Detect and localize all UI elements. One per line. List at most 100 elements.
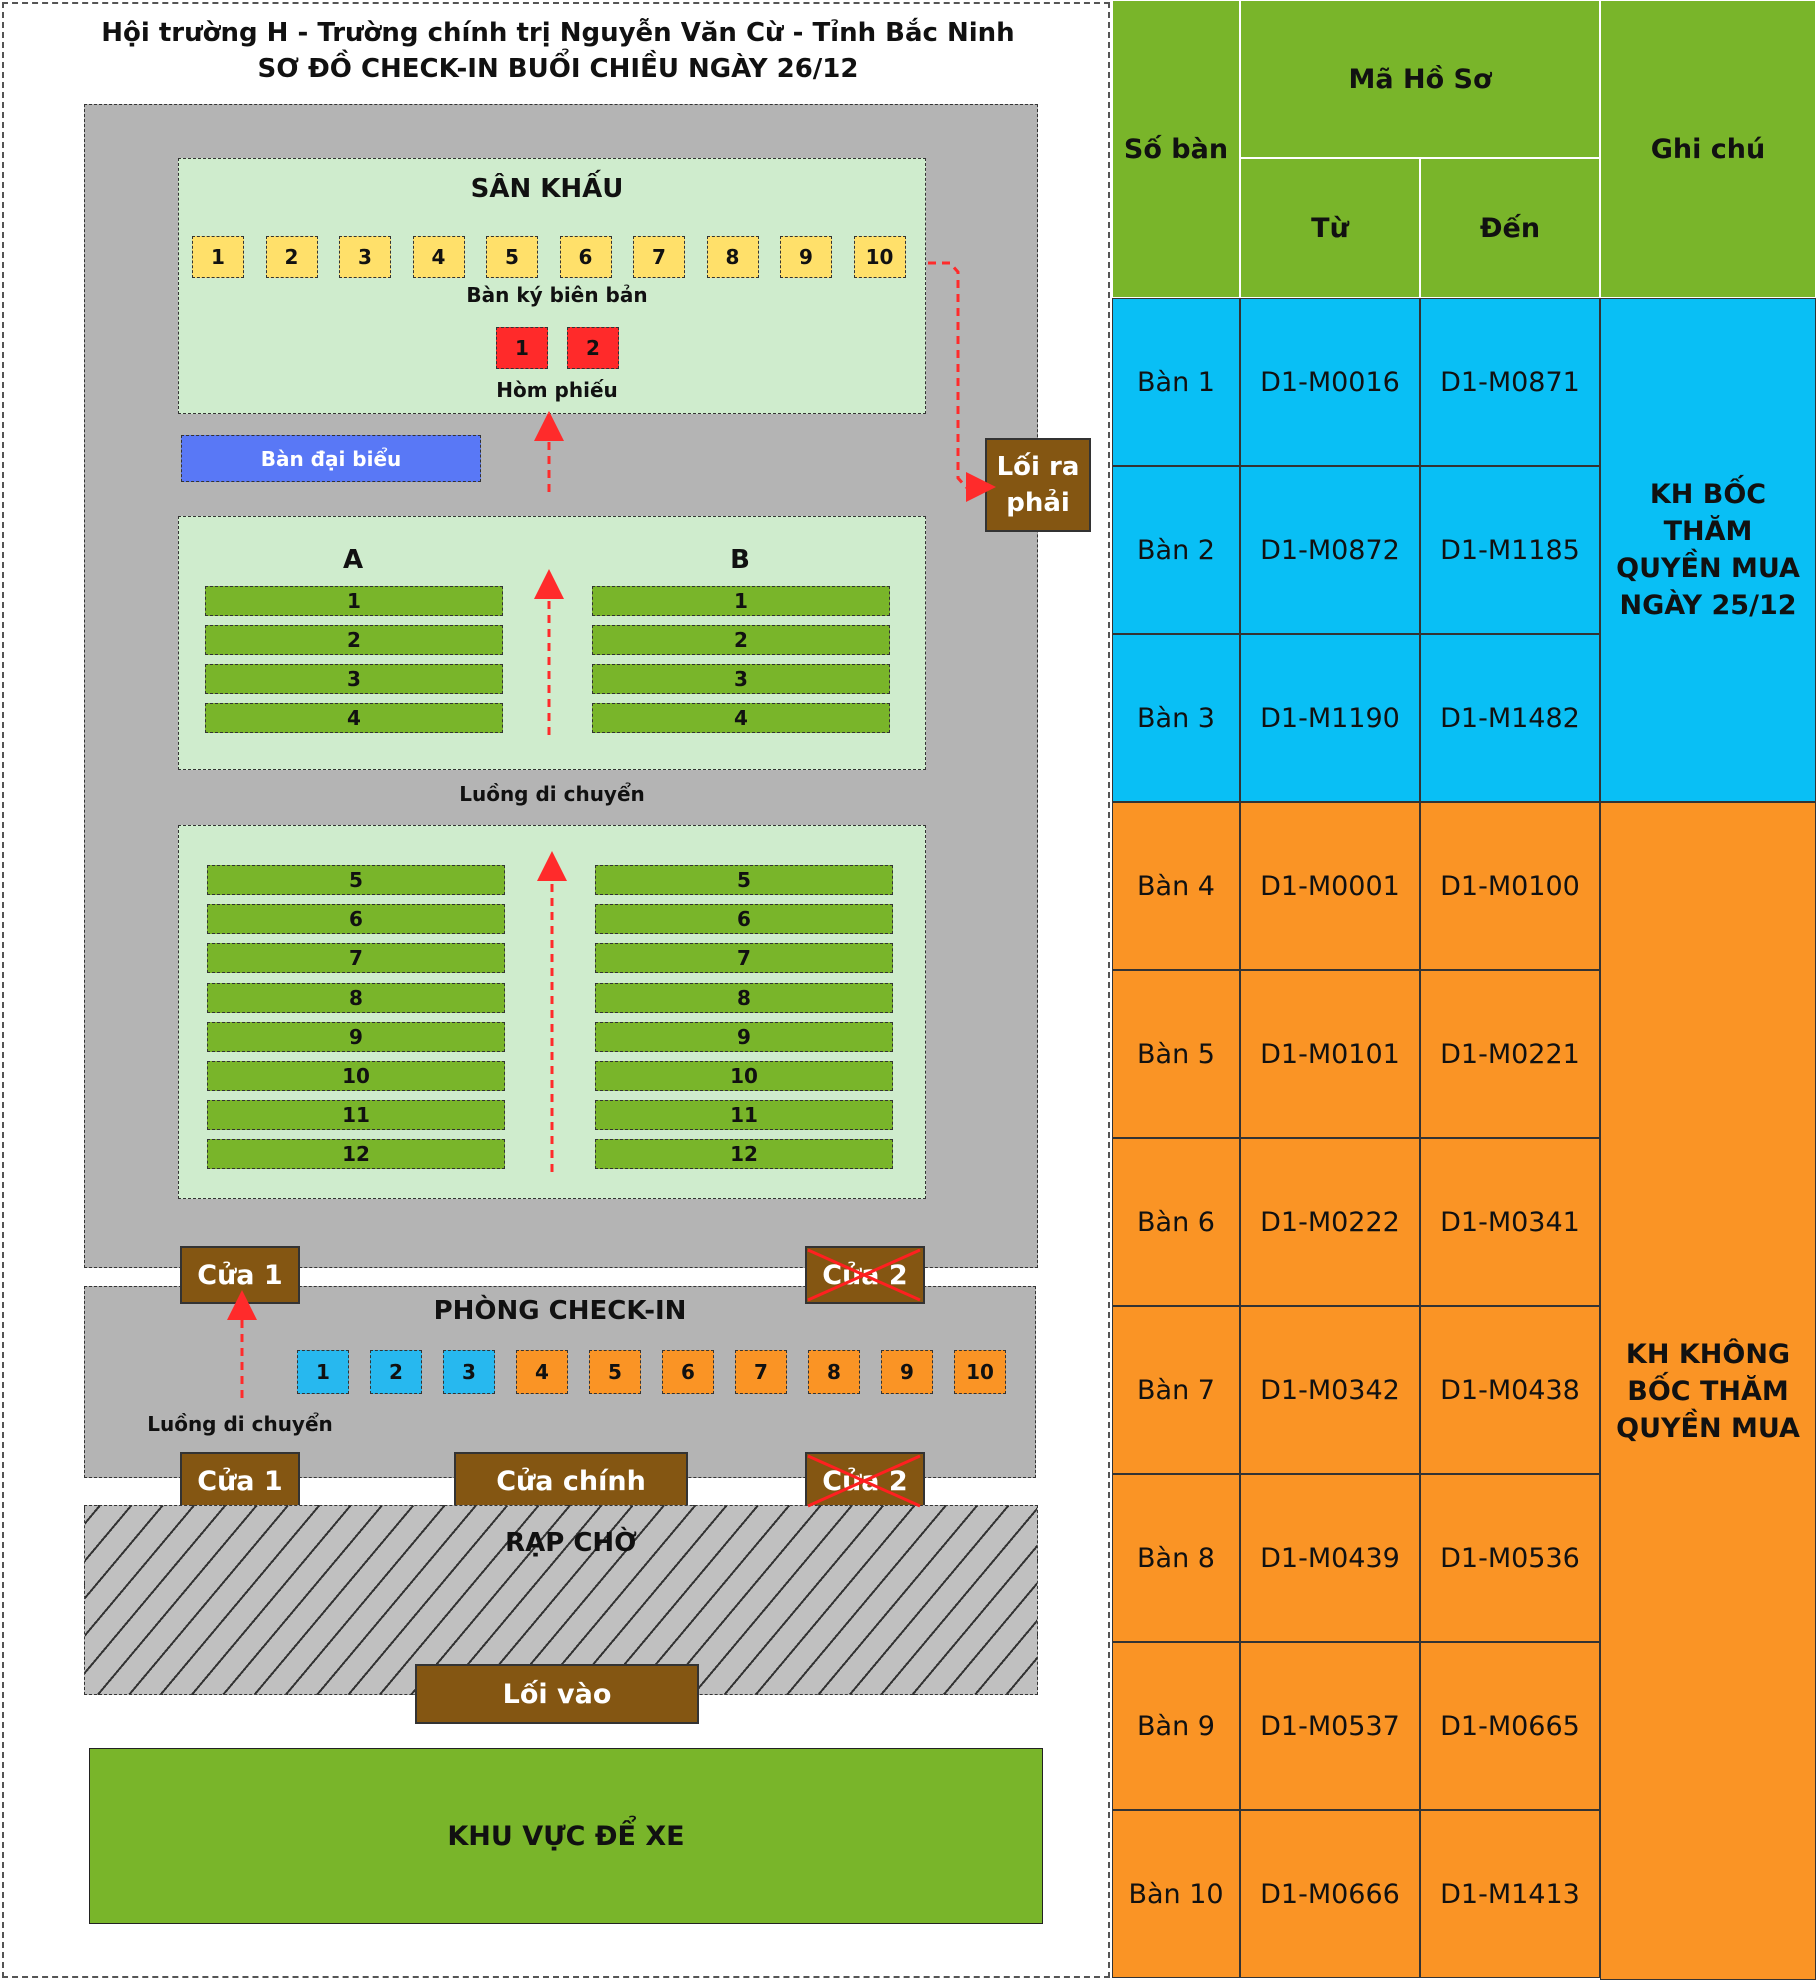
checkin-room-title: PHÒNG CHECK-IN (433, 1296, 687, 1326)
waiting-tent (84, 1505, 1038, 1695)
cell-code-from: D1-M0001 (1240, 802, 1420, 970)
cell-table-no: Bàn 6 (1112, 1138, 1240, 1306)
cell-code-to: D1-M0100 (1420, 802, 1600, 970)
plan-title-line2: SƠ ĐỒ CHECK-IN BUỔI CHIỀU NGÀY 26/12 (257, 54, 859, 84)
seat-row-a[interactable]: 1 (205, 586, 503, 616)
plan-title-line1: Hội trường H - Trường chính trị Nguyễn V… (101, 18, 1015, 48)
signing-table[interactable]: 2 (265, 236, 318, 278)
seat-row-b[interactable]: 9 (595, 1021, 893, 1052)
cell-table-no: Bàn 2 (1112, 466, 1240, 634)
col-header-from: Từ (1240, 158, 1420, 298)
seat-row-b[interactable]: 5 (595, 865, 893, 895)
checkin-desk[interactable]: 3 (443, 1350, 495, 1394)
column-a-label: A (342, 545, 364, 575)
ballot-label: Hòm phiếu (496, 378, 618, 402)
cell-code-to: D1-M0221 (1420, 970, 1600, 1138)
seat-row-b[interactable]: 7 (595, 943, 893, 974)
checkin-desk[interactable]: 7 (735, 1350, 787, 1394)
seat-row-b[interactable]: 6 (595, 904, 893, 935)
seat-row-b[interactable]: 10 (595, 1061, 893, 1091)
signing-table[interactable]: 9 (780, 236, 832, 278)
seat-row-b[interactable]: 3 (592, 664, 890, 694)
aisle-label: Luồng di chuyển (459, 782, 645, 806)
cell-code-from: D1-M1190 (1240, 634, 1420, 802)
cell-code-to: D1-M1413 (1420, 1810, 1600, 1978)
checkin-desk[interactable]: 5 (589, 1350, 641, 1394)
note-orange-group: KH KHÔNG BỐC THĂM QUYỀN MUA (1600, 802, 1816, 1980)
col-header-note: Ghi chú (1600, 0, 1816, 298)
signing-table[interactable]: 8 (706, 236, 759, 278)
entrance-door[interactable]: Lối vào (415, 1664, 699, 1724)
checkin-desk[interactable]: 10 (954, 1350, 1006, 1394)
signing-table[interactable]: 7 (633, 236, 685, 278)
cell-code-from: D1-M0872 (1240, 466, 1420, 634)
signing-table[interactable]: 4 (412, 236, 465, 278)
signing-table[interactable]: 6 (559, 236, 612, 278)
cell-table-no: Bàn 5 (1112, 970, 1240, 1138)
seat-row-b[interactable]: 12 (595, 1139, 893, 1170)
signing-table[interactable]: 10 (853, 236, 906, 278)
stage-area (178, 158, 926, 414)
cell-table-no: Bàn 1 (1112, 298, 1240, 466)
cell-table-no: Bàn 3 (1112, 634, 1240, 802)
signing-label: Bàn ký biên bản (466, 283, 648, 307)
checkin-desk[interactable]: 8 (808, 1350, 860, 1394)
cell-code-to: D1-M0665 (1420, 1642, 1600, 1810)
cell-table-no: Bàn 9 (1112, 1642, 1240, 1810)
waiting-tent-label: RẠP CHỜ (505, 1528, 637, 1558)
cell-code-to: D1-M0871 (1420, 298, 1600, 466)
right-exit-label: Lối ra phải (996, 452, 1080, 518)
seat-row-a[interactable]: 8 (207, 982, 505, 1013)
ballot-box[interactable]: 1 (496, 327, 548, 369)
seat-row-b[interactable]: 1 (592, 586, 890, 616)
seat-row-a[interactable]: 6 (207, 904, 505, 935)
seat-row-b[interactable]: 8 (595, 982, 893, 1013)
seat-row-a[interactable]: 2 (205, 625, 503, 655)
right-exit-door[interactable]: Lối ra phải (985, 438, 1091, 532)
cell-table-no: Bàn 4 (1112, 802, 1240, 970)
seat-row-a[interactable]: 12 (207, 1139, 505, 1170)
signing-table[interactable]: 5 (486, 236, 538, 278)
ballot-box[interactable]: 2 (567, 327, 619, 369)
note-blue-group: KH BỐC THĂM QUYỀN MUA NGÀY 25/12 (1600, 298, 1816, 802)
signing-table[interactable]: 3 (339, 236, 391, 278)
cell-code-to: D1-M0438 (1420, 1306, 1600, 1474)
parking-area: KHU VỰC ĐỂ XE (89, 1748, 1043, 1924)
col-header-file-code: Mã Hồ Sơ (1240, 0, 1600, 158)
checkin-desk[interactable]: 6 (662, 1350, 714, 1394)
cell-code-from: D1-M0016 (1240, 298, 1420, 466)
stage-title: SÂN KHẤU (470, 174, 624, 204)
delegate-table: Bàn đại biểu (181, 435, 481, 482)
cell-code-from: D1-M0537 (1240, 1642, 1420, 1810)
checkin-desk[interactable]: 9 (881, 1350, 933, 1394)
checkin-desk[interactable]: 2 (370, 1350, 422, 1394)
cell-code-from: D1-M0101 (1240, 970, 1420, 1138)
seat-row-a[interactable]: 7 (207, 943, 505, 974)
seat-row-a[interactable]: 9 (207, 1021, 505, 1052)
cell-code-to: D1-M1185 (1420, 466, 1600, 634)
cell-code-to: D1-M1482 (1420, 634, 1600, 802)
door-1-checkin[interactable]: Cửa 1 (180, 1452, 300, 1510)
cell-code-to: D1-M0341 (1420, 1138, 1600, 1306)
seat-row-b[interactable]: 4 (592, 703, 890, 733)
seat-row-a[interactable]: 4 (205, 703, 503, 733)
flow-arrow-exit (928, 261, 996, 502)
seat-row-b[interactable]: 2 (592, 625, 890, 655)
cell-table-no: Bàn 8 (1112, 1474, 1240, 1642)
cell-code-to: D1-M0536 (1420, 1474, 1600, 1642)
seat-row-b[interactable]: 11 (595, 1100, 893, 1131)
seat-row-a[interactable]: 5 (207, 865, 505, 895)
signing-table[interactable]: 1 (192, 236, 244, 278)
cell-code-from: D1-M0342 (1240, 1306, 1420, 1474)
flow-arrows (227, 261, 996, 1508)
col-header-table-no: Số bàn (1112, 0, 1240, 298)
seat-row-a[interactable]: 3 (205, 664, 503, 694)
seat-row-a[interactable]: 10 (207, 1061, 505, 1091)
checkin-desk[interactable]: 1 (297, 1350, 349, 1394)
cell-table-no: Bàn 10 (1112, 1810, 1240, 1978)
checkin-desk[interactable]: 4 (516, 1350, 568, 1394)
seat-row-a[interactable]: 11 (207, 1100, 505, 1131)
cell-code-from: D1-M0666 (1240, 1810, 1420, 1978)
cell-code-from: D1-M0439 (1240, 1474, 1420, 1642)
checkin-flow-label: Luồng di chuyển (147, 1412, 333, 1436)
